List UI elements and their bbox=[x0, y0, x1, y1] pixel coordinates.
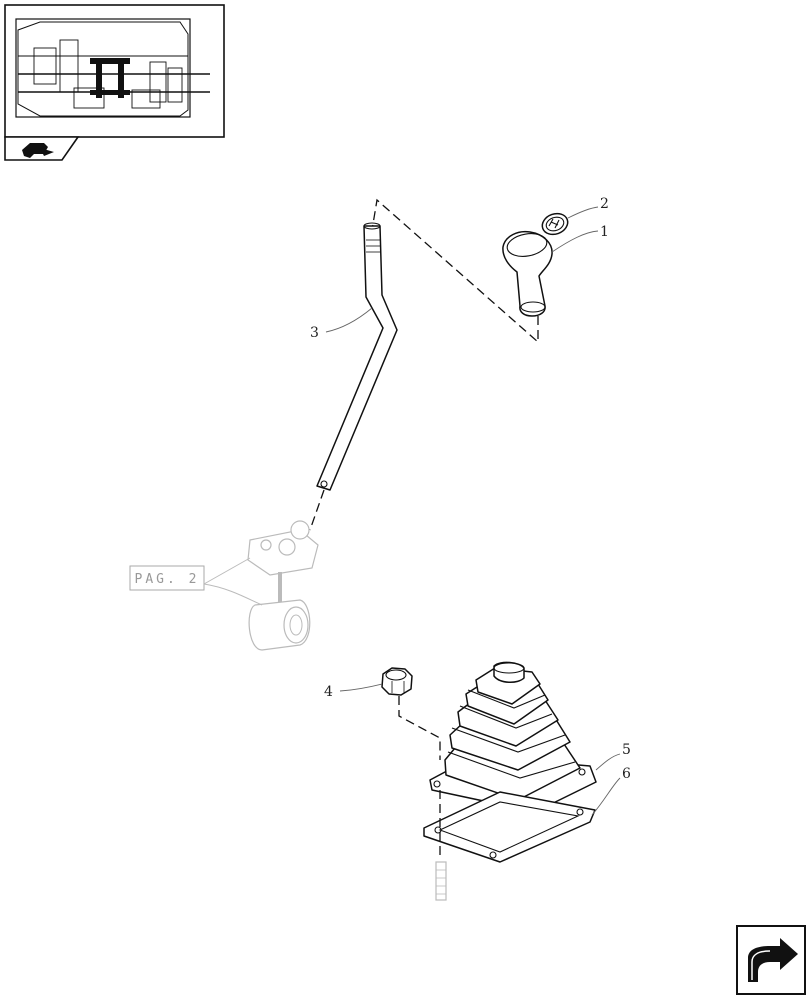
callout-5-label: 5 bbox=[622, 742, 631, 758]
callout-2-label: 2 bbox=[600, 196, 609, 212]
reference-assembly-ghost bbox=[247, 520, 319, 651]
page-reference-link[interactable]: PAG. 2 bbox=[129, 557, 263, 606]
callout-2: 2 bbox=[567, 196, 609, 219]
next-page-arrow-icon[interactable] bbox=[736, 925, 806, 995]
callout-1: 1 bbox=[551, 224, 609, 253]
nut-part-4 bbox=[381, 667, 413, 696]
callout-4-label: 4 bbox=[324, 684, 333, 700]
gasket-part-6 bbox=[423, 791, 596, 863]
gear-lever-part-3 bbox=[316, 222, 398, 491]
page-reference-label: PAG. 2 bbox=[135, 572, 200, 587]
callout-3: 3 bbox=[310, 307, 373, 341]
knob-insert-part-2 bbox=[541, 212, 569, 236]
callout-1-label: 1 bbox=[600, 224, 609, 240]
callout-6-label: 6 bbox=[622, 766, 631, 782]
callout-3-label: 3 bbox=[310, 325, 319, 341]
rubber-boot-part-5 bbox=[429, 661, 597, 816]
gear-knob-part-1 bbox=[502, 230, 553, 317]
transmission-thumbnail-icon[interactable] bbox=[4, 4, 225, 138]
callout-4: 4 bbox=[324, 683, 383, 700]
tractor-section-icon[interactable] bbox=[4, 136, 80, 161]
callout-5: 5 bbox=[595, 742, 631, 771]
stud-bolt bbox=[435, 861, 447, 901]
callout-6: 6 bbox=[591, 766, 631, 816]
